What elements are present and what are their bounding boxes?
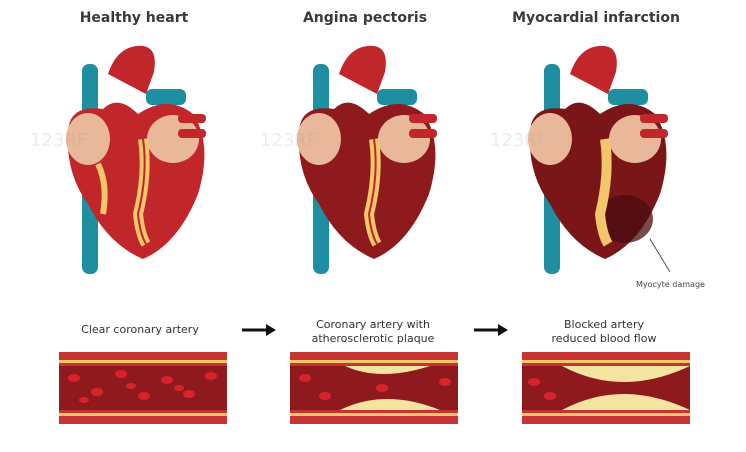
- panel-title-healthy: Healthy heart: [79, 10, 189, 26]
- infarction-heart-illustration: [528, 45, 671, 274]
- arrow-right-icon: [242, 324, 276, 336]
- panel-title-angina: Angina pectoris: [302, 10, 428, 26]
- watermark: 123RF: [30, 130, 87, 151]
- heart-shape: [66, 45, 206, 274]
- plaque-artery-illustration: [290, 352, 458, 424]
- caption-healthy: Clear coronary artery: [81, 323, 199, 336]
- watermark: 123RF: [490, 130, 547, 151]
- watermark: 123RF: [260, 130, 317, 151]
- blocked-artery-illustration: [522, 352, 690, 424]
- caption-infarction: Blocked artery reduced blood flow: [551, 318, 657, 345]
- clear-artery-illustration: [59, 352, 227, 424]
- damaged-area: [597, 195, 653, 243]
- angina-heart-illustration: [297, 45, 437, 274]
- heart-shape: [297, 45, 437, 274]
- healthy-heart-illustration: [66, 45, 206, 274]
- arrow-right-icon: [474, 324, 508, 336]
- myocyte-damage-label: Myocyte damage: [636, 280, 705, 289]
- heart-shape: [528, 45, 671, 274]
- svg-text:123RF: 123RF: [490, 130, 547, 151]
- panel-title-infarction: Myocardial infarction: [512, 10, 680, 26]
- svg-text:123RF: 123RF: [260, 130, 317, 151]
- caption-angina: Coronary artery with atherosclerotic pla…: [311, 318, 435, 345]
- svg-text:123RF: 123RF: [30, 130, 87, 151]
